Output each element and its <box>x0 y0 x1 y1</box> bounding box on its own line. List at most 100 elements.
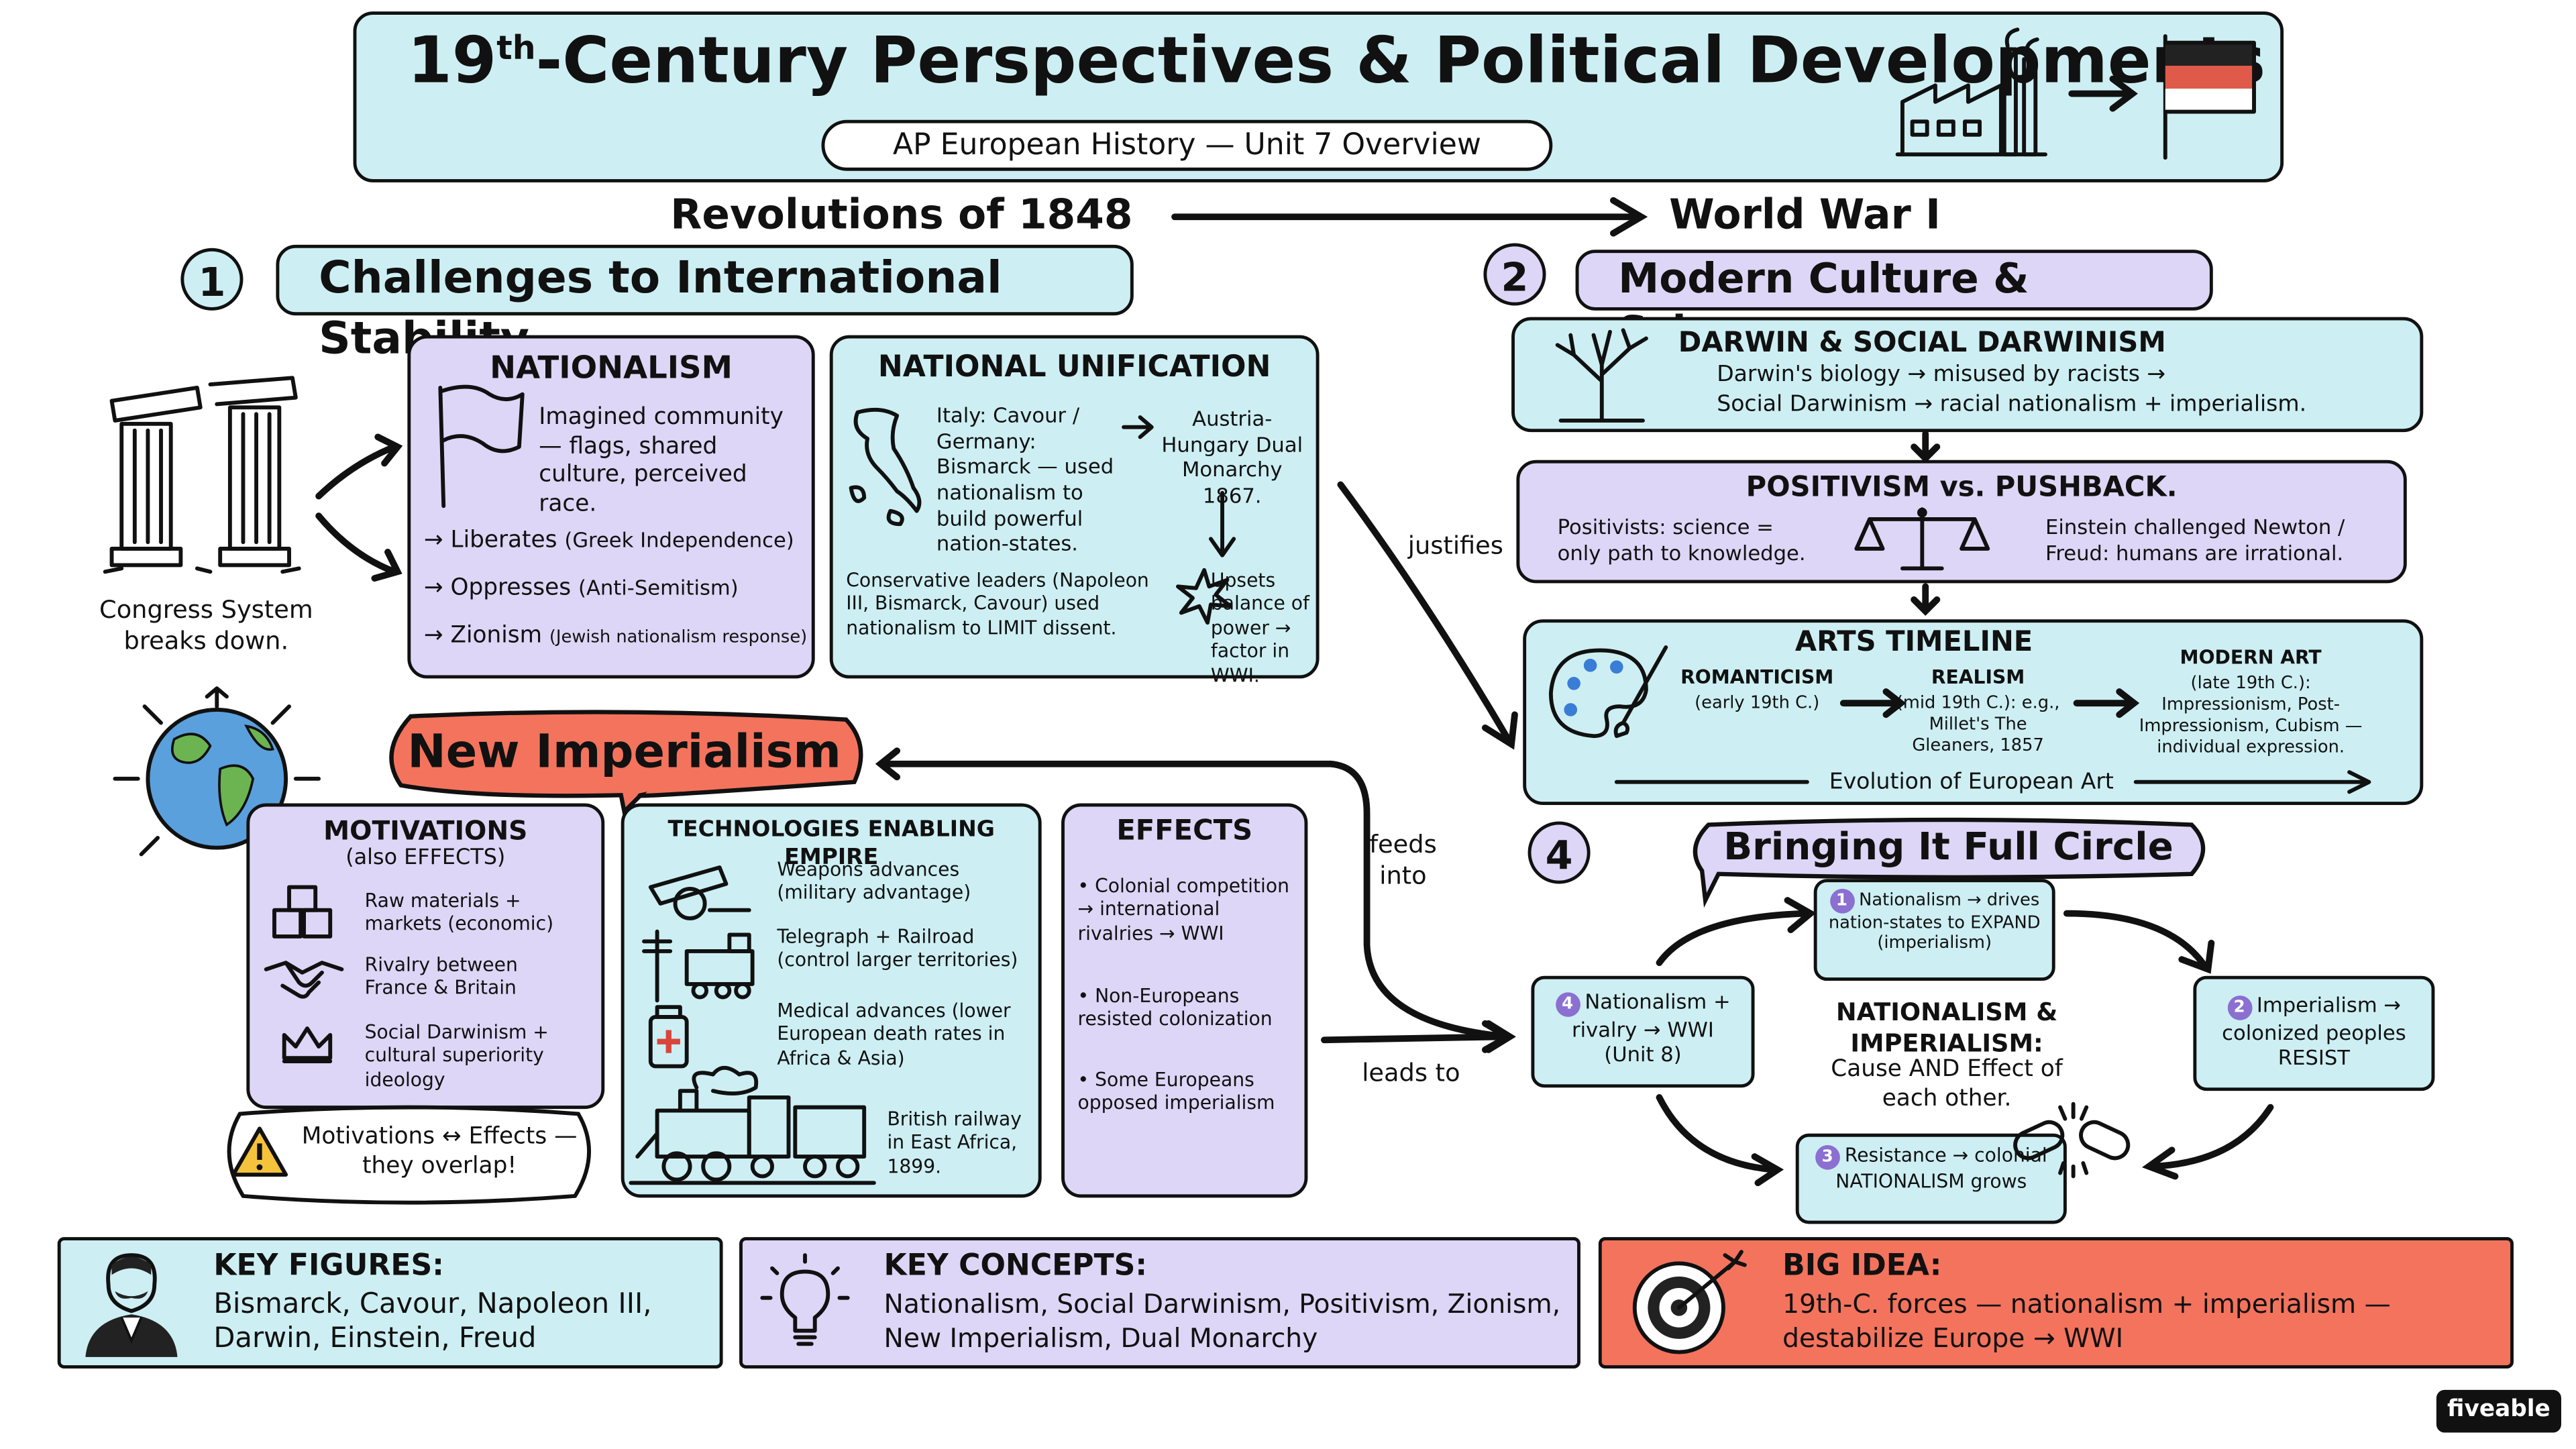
flag-icon <box>2163 34 2256 160</box>
leads-to-arrow <box>1320 1020 1516 1053</box>
motivations-heading: MOTIVATIONS <box>323 814 528 847</box>
timeline-arrow <box>1171 197 1648 237</box>
evolution-arrow <box>1614 770 2371 794</box>
broken-columns-icon <box>103 376 301 574</box>
section-4-title: Bringing It Full Circle <box>1723 826 2174 869</box>
darwin-box <box>1511 317 2424 433</box>
arts-realism: REALISM <box>1931 665 2025 689</box>
section-4-badge: 4 <box>1527 821 1591 884</box>
justifies-label: justifies <box>1407 531 1503 561</box>
subtitle: AP European History — Unit 7 Overview <box>892 128 1481 163</box>
factory-icon <box>1895 28 2047 157</box>
effects-box <box>1061 803 1308 1198</box>
section-2-badge: 2 <box>1483 243 1546 306</box>
big-idea-box <box>1598 1237 2514 1369</box>
congress-arrows <box>315 433 403 582</box>
cycle-arrows <box>1656 897 2274 1187</box>
effect-item-1: • Colonial competition → international r… <box>1077 873 1289 945</box>
target-icon <box>1632 1250 1747 1354</box>
motivation-item-3: Social Darwinism + cultural superiority … <box>364 1020 549 1091</box>
crown-icon <box>282 1026 333 1063</box>
tech-item-4: British railway in East Africa, 1899. <box>887 1107 1022 1178</box>
fiveable-watermark: fiveable <box>2436 1389 2561 1433</box>
explosion-icon <box>1175 568 1233 625</box>
motivation-item-2: Rivalry between France & Britain <box>364 953 518 1000</box>
key-concepts-box <box>739 1237 1580 1369</box>
nationalism-heading: NATIONALISM <box>490 350 733 386</box>
telegraph-train-icon <box>642 929 755 1003</box>
section-1-title-box: Challenges to International Stability <box>276 244 1134 365</box>
key-figures-line-1: Bismarck, Cavour, Napoleon III, <box>213 1288 652 1321</box>
steam-train-icon <box>629 1065 876 1185</box>
medicine-icon <box>648 1005 689 1069</box>
portrait-icon <box>85 1253 178 1357</box>
warning-icon <box>231 1126 288 1177</box>
austria-arrows <box>1122 415 1236 557</box>
timeline-end: World War I <box>1669 191 1941 239</box>
arts-heading: ARTS TIMELINE <box>1794 626 2033 659</box>
effect-item-3: • Some Europeans opposed imperialism <box>1077 1067 1275 1115</box>
italy-map-icon <box>849 407 922 527</box>
key-concepts-line-1: Nationalism, Social Darwinism, Positivis… <box>883 1288 1561 1320</box>
crates-icon <box>272 885 333 938</box>
subtitle-pill: AP European History — Unit 7 Overview <box>821 119 1553 171</box>
technologies-box <box>621 803 1042 1198</box>
arts-arrow-2 <box>2073 688 2140 718</box>
tech-item-3: Medical advances (lower European death r… <box>777 998 1011 1069</box>
effects-heading: EFFECTS <box>1116 814 1253 848</box>
key-concepts-label: KEY CONCEPTS: <box>883 1248 1148 1283</box>
unification-conservative: Conservative leaders (Napoleon III, Bism… <box>846 568 1149 639</box>
feeds-into-label: feeds into <box>1369 829 1437 890</box>
tech-item-2: Telegraph + Railroad (control larger ter… <box>777 924 1018 972</box>
flag-outline-icon <box>438 384 525 508</box>
broken-chain-icon <box>2013 1102 2131 1179</box>
congress-caption: Congress System breaks down. <box>99 594 313 655</box>
nationalism-item-3: → Zionism (Jewish nationalism response) <box>423 623 808 649</box>
cycle-center-sub: Cause AND Effect of each other. <box>1831 1056 2063 1112</box>
positivism-left: Positivists: science = only path to know… <box>1557 514 1806 565</box>
lightbulb-icon <box>760 1253 850 1346</box>
key-figures-line-2: Darwin, Einstein, Freud <box>213 1322 537 1356</box>
darwin-line-1: Darwin's biology → misused by racists → <box>1717 361 2166 388</box>
darwin-heading: DARWIN & SOCIAL DARWINISM <box>1678 327 2166 360</box>
effect-item-2: • Non-Europeans resisted colonization <box>1077 983 1273 1031</box>
positivism-right: Einstein challenged Newton / Freud: huma… <box>2045 514 2345 565</box>
nationalism-box <box>407 335 815 679</box>
arts-modern-note: (late 19th C.): Impressionism, Post-Impr… <box>2139 674 2363 758</box>
arts-box <box>1523 619 2424 806</box>
big-idea-line-2: destabilize Europe → WWI <box>1782 1322 2124 1354</box>
unification-austria: Austria-Hungary Dual Monarchy 1867. <box>1161 405 1303 508</box>
speech-bubble-shape <box>389 710 863 816</box>
arrow-right-icon <box>2068 75 2138 112</box>
motivation-item-1: Raw materials + markets (economic) <box>364 888 554 936</box>
section-1-badge: 1 <box>180 248 244 311</box>
technologies-heading: TECHNOLOGIES ENABLING EMPIRE <box>667 816 995 871</box>
key-concepts-line-2: New Imperialism, Dual Monarchy <box>883 1322 1318 1354</box>
down-arrow-2 <box>1911 583 1941 616</box>
cycle-center-title: NATIONALISM & IMPERIALISM: <box>1835 997 2058 1058</box>
arts-romanticism: ROMANTICISM <box>1680 665 1834 689</box>
section-3-title: New Imperialism <box>407 724 841 779</box>
palette-icon <box>1548 645 1668 739</box>
leads-to-label: leads to <box>1362 1058 1460 1088</box>
overlap-bubble-shape <box>227 1105 591 1205</box>
unification-italy-germany: Italy: Cavour / Germany: Bismarck — used… <box>936 402 1114 556</box>
scales-icon <box>1854 507 1990 571</box>
arts-romanticism-note: (early 19th C.) <box>1695 693 1820 713</box>
key-figures-label: KEY FIGURES: <box>213 1248 444 1283</box>
nationalism-item-2: → Oppresses (Anti-Semitism) <box>423 575 739 602</box>
section-4-title-bubble <box>1693 817 2206 908</box>
positivism-box <box>1516 460 2407 584</box>
nationalism-desc: Imagined community — flags, shared cultu… <box>539 404 784 517</box>
motivations-subheading: (also EFFECTS) <box>345 846 506 871</box>
positivism-heading: POSITIVISM vs. PUSHBACK. <box>1746 471 2178 504</box>
darwin-line-2: Social Darwinism → racial nationalism + … <box>1717 390 2307 418</box>
arts-evolution: Evolution of European Art <box>1829 769 2114 796</box>
page-title: 19th-Century Perspectives & Political De… <box>407 24 2266 99</box>
big-idea-label: BIG IDEA: <box>1782 1248 1942 1283</box>
handshake-icon <box>264 961 344 999</box>
